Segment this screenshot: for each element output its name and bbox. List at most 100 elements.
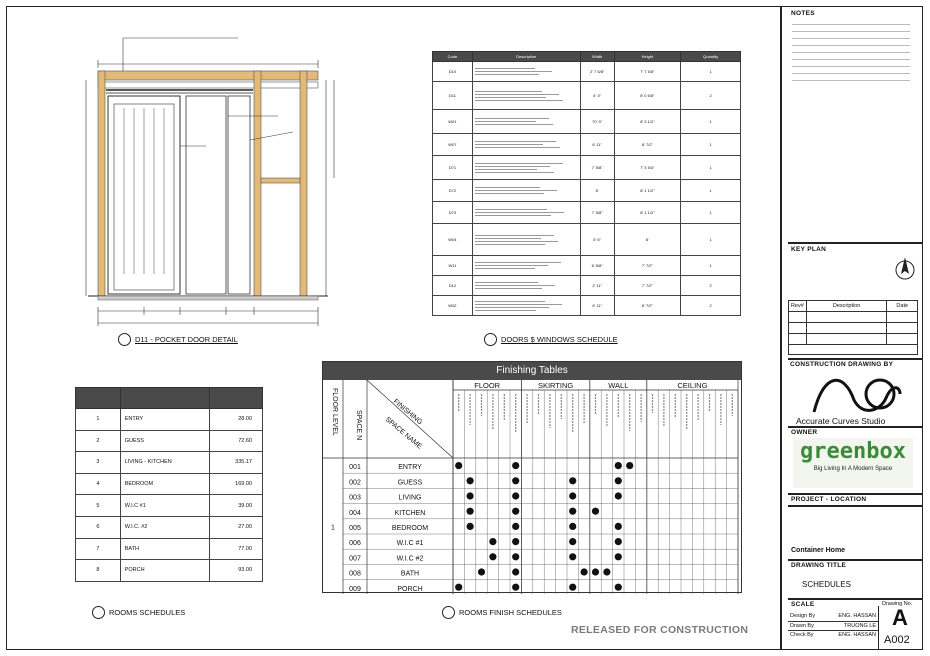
- description-text-line: [474, 93, 559, 95]
- room-name-cell: W.I.C #1: [119, 494, 211, 517]
- dw-quantity-cell: 2: [680, 295, 741, 316]
- space-name: KITCHEN: [395, 510, 426, 517]
- finish-marker-dot: [614, 522, 622, 530]
- dw-height-cell: 6' 7/2": [613, 295, 682, 316]
- dw-code-cell: W02: [432, 295, 473, 316]
- space-number: 002: [349, 479, 361, 486]
- drawn-by-name: TRUONG LE: [843, 622, 876, 629]
- revision-header-row: Rev# Description Date: [789, 301, 917, 312]
- divider: [788, 242, 923, 244]
- dw-height-cell: 8' 1 1/2": [613, 179, 682, 202]
- rooms-finish-title: ROOMS FINISH SCHEDULES: [459, 608, 562, 617]
- check-by-name: ENG. HASSAN: [838, 632, 876, 638]
- dw-description-cell: [471, 61, 581, 82]
- description-text-line: [474, 306, 549, 308]
- description-text-line: [474, 165, 550, 167]
- dw-description-cell: [471, 275, 581, 296]
- description-text-line: [474, 193, 544, 194]
- finish-marker-dot: [614, 583, 622, 591]
- finish-marker-dot: [466, 507, 474, 515]
- pocket-door-detail-drawing: [85, 37, 335, 326]
- finish-marker-dot: [614, 477, 622, 485]
- finishing-group-label: FLOOR: [474, 381, 500, 390]
- revision-table: Rev# Description Date: [788, 300, 918, 355]
- owner-logo-box: greenbox Big Living In A Modern Space: [793, 438, 913, 488]
- room-area-cell: 27.00: [209, 515, 263, 539]
- dw-height-cell: 8' 1 1/2": [613, 201, 682, 224]
- description-text-line: [474, 262, 561, 263]
- finish-marker-dot: [591, 568, 600, 576]
- released-stamp: RELEASED FOR CONSTRUCTION: [571, 624, 749, 636]
- space-number: 007: [349, 555, 361, 562]
- dw-code-cell: D73: [432, 201, 473, 224]
- description-text-line: [474, 162, 563, 164]
- finish-marker-dot: [614, 492, 622, 500]
- finishing-group-label: WALL: [608, 381, 628, 390]
- description-text-line: [474, 144, 543, 145]
- description-text-line: [474, 168, 537, 170]
- dw-header-cell: Height: [613, 51, 682, 62]
- finish-marker-dot: [466, 522, 474, 530]
- finish-marker-dot: [580, 568, 588, 576]
- room-number-cell: 8: [75, 559, 121, 582]
- description-text-line: [474, 118, 549, 119]
- rooms-header-cell: [75, 387, 121, 409]
- dw-width-cell: 5' 6": [579, 223, 615, 256]
- dw-quantity-cell: 1: [680, 109, 741, 134]
- space-number: 008: [349, 571, 361, 578]
- title-block-separator: [780, 6, 782, 650]
- room-area-cell: 72.60: [209, 429, 263, 453]
- description-text-line: [474, 215, 551, 216]
- dw-height-cell: 7' 7/2": [613, 255, 682, 276]
- dw-code-cell: D72: [432, 179, 473, 202]
- description-text-line: [474, 71, 552, 72]
- dw-width-cell: 7' 5/8": [579, 155, 615, 180]
- dw-width-cell: 2' 11": [579, 275, 615, 296]
- finish-marker-dot: [512, 462, 520, 470]
- sheet-number: A002: [884, 634, 910, 646]
- room-name-cell: ENTRY: [119, 408, 211, 431]
- key-plan-heading: KEY PLAN: [791, 246, 827, 253]
- dw-width-cell: 6' 5/8": [579, 255, 615, 276]
- description-text-line: [474, 171, 554, 173]
- section-marker-icon: [118, 333, 131, 346]
- studio-logo-icon: [812, 378, 902, 413]
- finish-marker-dot: [489, 553, 497, 561]
- finish-marker-dot: [512, 507, 520, 515]
- space-name: W.I.C #2: [397, 555, 424, 562]
- section-marker-icon: [484, 333, 497, 346]
- rooms-schedules-caption: ROOMS SCHEDULES: [92, 606, 185, 619]
- revision-row: [789, 312, 917, 323]
- dw-width-cell: 8': [579, 179, 615, 202]
- finish-marker-dot: [466, 492, 474, 500]
- description-text-line: [474, 190, 557, 191]
- finish-marker-dot: [614, 553, 622, 561]
- description-text-line: [474, 74, 539, 75]
- finish-marker-dot: [512, 522, 520, 530]
- description-text-line: [474, 309, 536, 311]
- section-marker-icon: [92, 606, 105, 619]
- dw-width-cell: 6' 11": [579, 295, 615, 316]
- space-name: BEDROOM: [392, 525, 428, 532]
- room-number-cell: 1: [75, 408, 121, 431]
- dw-code-cell: D12: [432, 275, 473, 296]
- owner-logo: greenbox: [800, 439, 906, 464]
- room-number-cell: 5: [75, 494, 121, 517]
- rooms-finish-caption: ROOMS FINISH SCHEDULES: [442, 606, 562, 619]
- pocket-door-detail-title: D11 - POCKET DOOR DETAIL: [135, 335, 238, 344]
- revision-row: [789, 334, 917, 345]
- dw-code-cell: W04: [432, 223, 473, 256]
- dw-description-cell: [471, 255, 581, 276]
- sheet-letter: A: [892, 605, 908, 630]
